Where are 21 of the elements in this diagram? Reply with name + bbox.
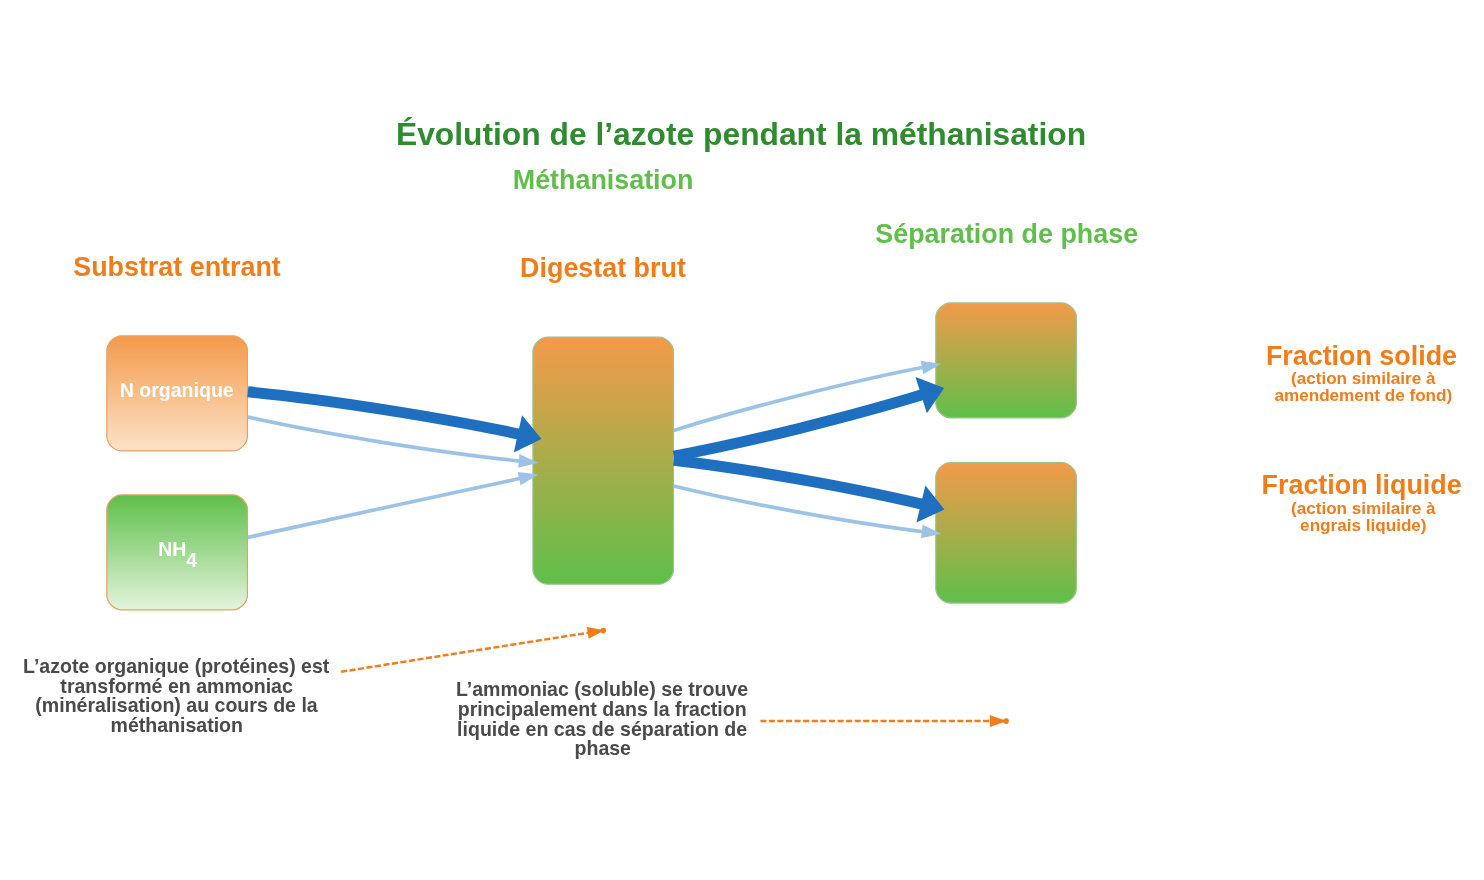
node-text: L’azote organique (protéines) est transformé en ammoniac (minéralisation) au cours de la méthanisation [23, 654, 330, 736]
node-label: (action similaire à amendement de fond) [1274, 368, 1453, 405]
arrow [247, 414, 539, 468]
label: Substrat entrant [73, 251, 281, 282]
node-box [532, 336, 675, 585]
node-label: Fraction solide [1265, 340, 1458, 371]
label: Séparation de phase [875, 218, 1139, 249]
node-text: L’ammoniac (soluble) se trouve principalement dans la fraction liquide en cas de séparation de phase [455, 677, 749, 759]
label: Méthanisation [512, 164, 694, 195]
diagram-title: Évolution de l’azote pendant la méthanisation [395, 115, 1087, 152]
arrow [760, 714, 1008, 727]
node-label: Digestat brut [520, 252, 686, 283]
node-box [935, 301, 1077, 418]
node-box [935, 461, 1077, 604]
node-label: Fraction liquide [1261, 469, 1462, 500]
node-box: N organique [106, 334, 249, 451]
arrow [673, 360, 942, 432]
arrow [247, 385, 542, 452]
arrow [247, 471, 539, 539]
arrow [673, 483, 942, 538]
arrow [673, 454, 945, 522]
